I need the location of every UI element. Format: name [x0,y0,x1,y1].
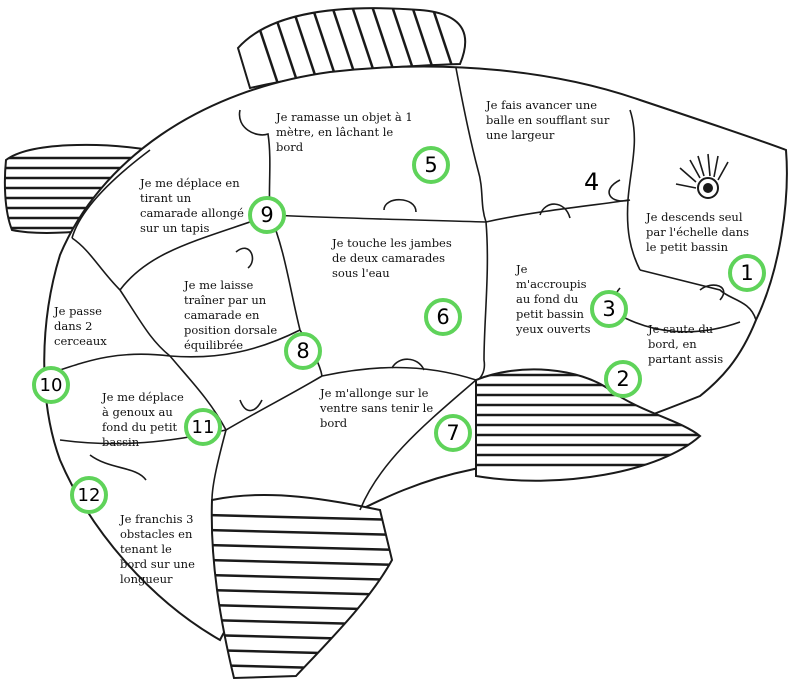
piece-11-text: Je me déplace à genoux au fond du petit … [102,390,184,449]
piece-7-number: 7 [434,414,472,452]
piece-10-text: Je passe dans 2 cerceaux [54,304,107,348]
fish-eye [675,153,729,199]
piece-1-text: Je descends seul par l'échelle dans le p… [646,210,750,254]
piece-2-number: 2 [604,360,642,398]
piece-9-number: 9 [248,196,286,234]
piece-3-number: 3 [590,290,628,328]
piece-1-number: 1 [728,254,766,292]
piece-7-text: Je m'allonge sur le ventre sans tenir le… [320,386,434,430]
piece-2-text: Je saute du bord, en partant assis [648,322,724,366]
piece-4-number: 4 [584,168,600,196]
piece-9-text: Je me déplace en tirant un camarade allo… [140,176,244,235]
piece-5-number: 5 [412,146,450,184]
piece-8-number: 8 [284,332,322,370]
piece-6-text: Je touche les jambes de deux camarades s… [332,236,452,280]
piece-3-text: Je m'accroupis au fond du petit bassin y… [516,262,591,336]
piece-5-text: Je ramasse un objet à 1 mètre, en lâchan… [276,110,413,154]
piece-6-number: 6 [424,298,462,336]
piece-4-text: Je fais avancer une balle en soufflant s… [486,98,610,142]
piece-8-text: Je me laisse traîner par un camarade en … [184,278,278,352]
piece-11-number: 11 [184,408,222,446]
bottom-fin [210,493,394,680]
piece-10-number: 10 [32,366,70,404]
piece-12-text: Je franchis 3 obstacles en tenant le bor… [120,512,195,586]
piece-12-number: 12 [70,476,108,514]
